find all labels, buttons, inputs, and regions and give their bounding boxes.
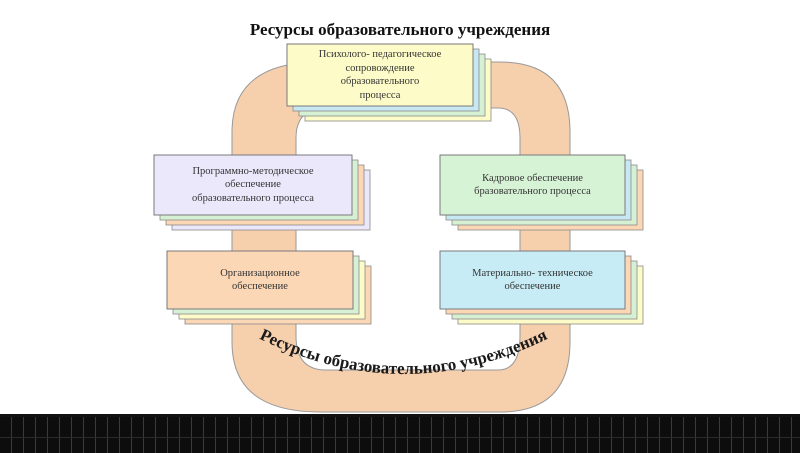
box-label: Организационное обеспечение [167, 251, 353, 309]
box-label-line: обеспечение [232, 281, 288, 292]
staff-support-box: Кадровое обеспечение бразовательного проц… [439, 154, 644, 231]
box-label-line: Программно-методическое [192, 165, 314, 177]
box-label-line: процесса [359, 89, 401, 101]
resource-ring [231, 61, 571, 413]
box-label-line: Материально- техническое [472, 267, 593, 279]
box-front-sheet [439, 154, 626, 216]
box-label-line: обеспечение [504, 281, 561, 292]
box-front-sheet [166, 250, 354, 310]
box-front-sheet [153, 154, 353, 216]
material-technical-box: Материально- техническое обеспечение [439, 250, 644, 325]
box-label-line: образовательного процесса [192, 192, 314, 204]
box-label: Психолого- педагогическое сопровождение об… [287, 44, 473, 106]
box-label-line: Психолого- педагогическое [318, 49, 442, 60]
program-methodical-box: Программно-методическое обеспечениеобразо… [153, 154, 371, 231]
box-front-sheet [286, 43, 474, 107]
box-label-line: образовательного [340, 76, 420, 87]
box-label: Кадровое обеспечение бразовательного проц… [440, 155, 625, 215]
box-label-line: сопровождение [345, 62, 415, 74]
organizational-box: Организационное обеспечение [166, 250, 372, 325]
box-label: Материально- техническое обеспечение [440, 251, 625, 309]
box-label-line: Организационное [220, 267, 300, 279]
box-label-line: обеспечение [225, 179, 281, 191]
box-label-line: Кадровое обеспечение [482, 172, 583, 184]
psych-support-box: Психолого- педагогическое сопровождение об… [286, 43, 492, 122]
box-front-sheet [439, 250, 626, 310]
slide-title: Ресурсы образовательного учреждения [249, 20, 551, 39]
bottom-decorative-bar [0, 414, 800, 453]
box-label-line: бразовательного процесса [474, 186, 591, 197]
